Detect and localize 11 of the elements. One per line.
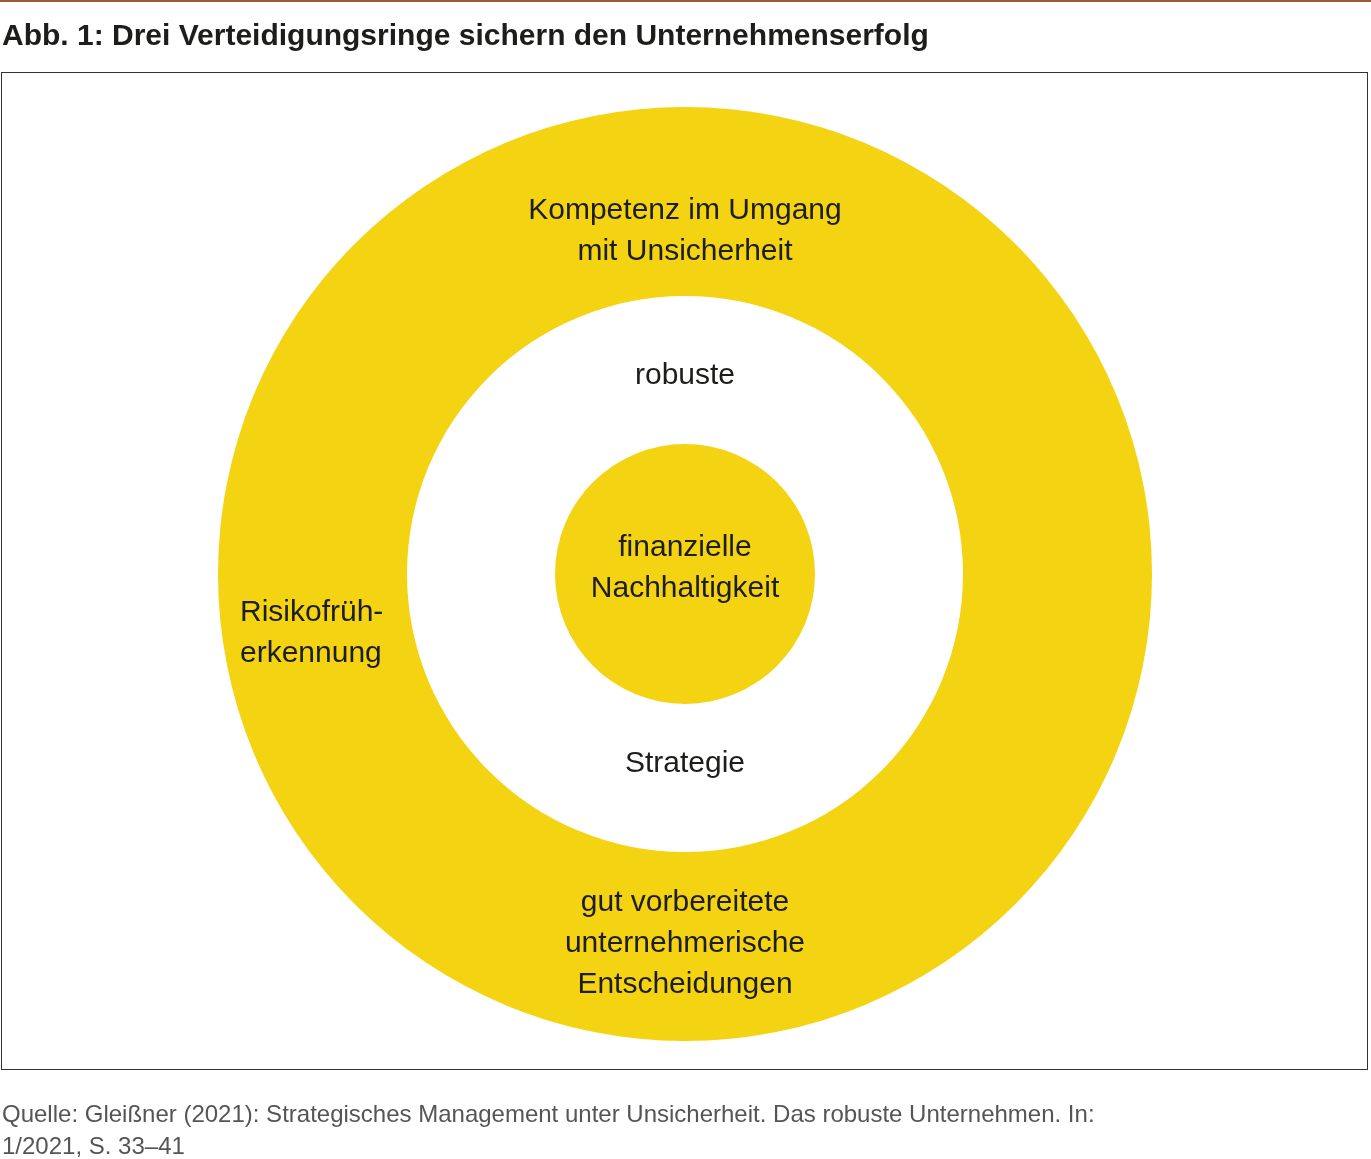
core-circle bbox=[555, 444, 815, 704]
ring-label: Risikofrüh- erkennung bbox=[240, 593, 385, 670]
figure-title: Abb. 1: Drei Verteidigungsringe sichern den Unternehmenserfolg bbox=[2, 18, 929, 52]
middle-circle bbox=[407, 296, 963, 852]
ring-label: robuste bbox=[633, 356, 737, 392]
ring-label: Strategie bbox=[623, 744, 747, 780]
outer-ring bbox=[218, 107, 1152, 1041]
core-label: finanzielle Nachhaltigkeit bbox=[589, 528, 781, 605]
ring-label: gut vorbereitete unternehmerische Entscheidungen bbox=[563, 883, 807, 1001]
ring-label: Kompetenz im Umgang mit Unsicherheit bbox=[527, 191, 843, 268]
source-caption: Quelle: Gleißner (2021): Strategisches Management unter Unsicherheit. Das robuste Unternehmen. In: 1/2021, S. 33–41 bbox=[2, 1099, 1096, 1159]
